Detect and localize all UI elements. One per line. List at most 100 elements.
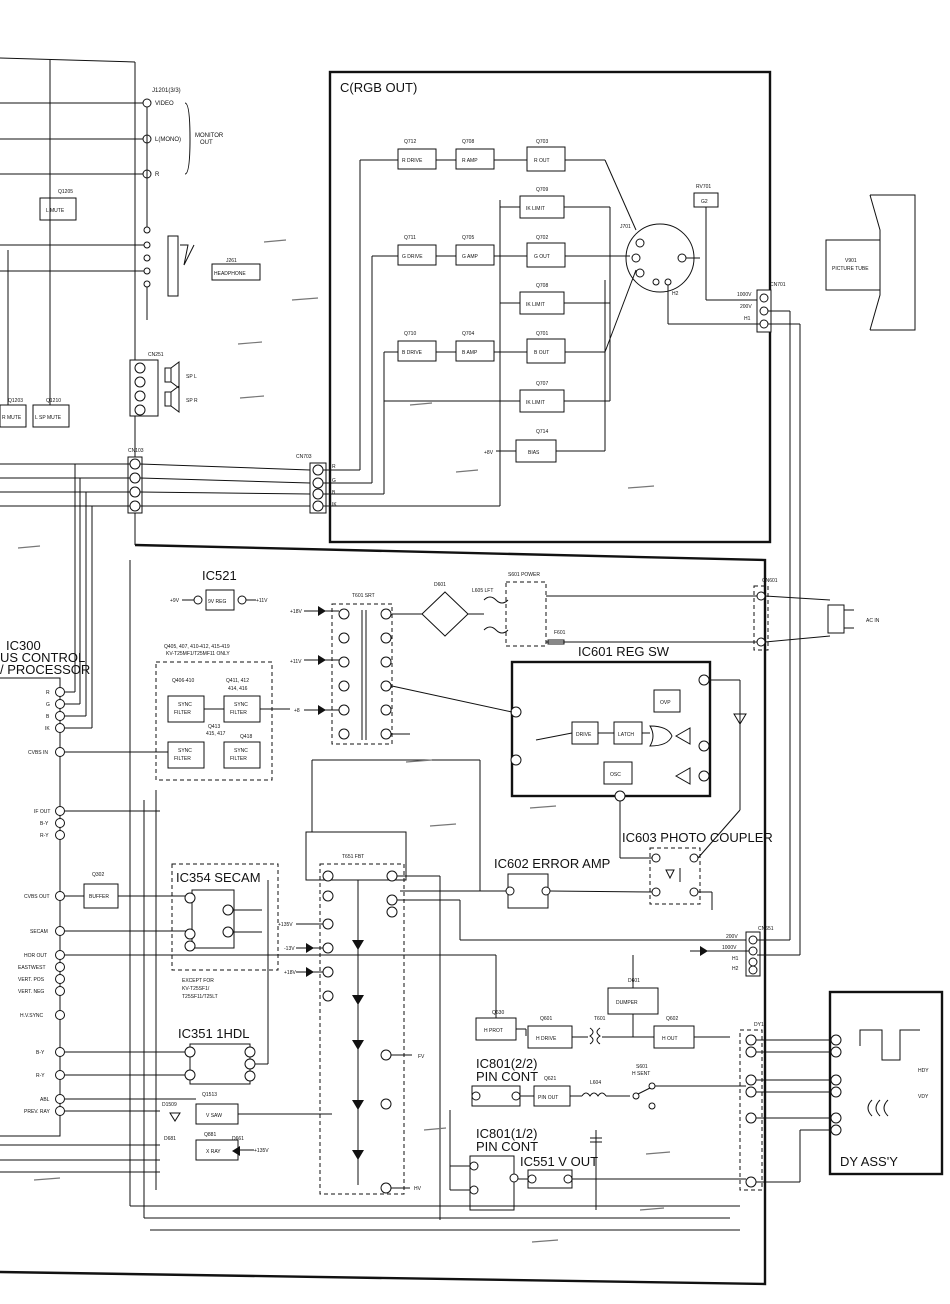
j1201-label: J1201(3/3): [152, 88, 181, 94]
v1000b-label: 1000V: [722, 945, 737, 951]
bias-block: Q714 BIAS +8V: [484, 280, 606, 463]
picture-tube: V901 PICTURE TUBE: [825, 194, 916, 331]
ic551-title: IC551 V OUT: [520, 1154, 598, 1169]
filter2-label: FILTER: [230, 710, 247, 716]
cvbs-in-label: CVBS IN: [28, 750, 48, 756]
green-channel: Q711 Q705 Q702 G DRIVE G AMP G OUT Q708 …: [372, 235, 630, 315]
f601-label: F601: [554, 630, 566, 636]
q411-label: Q411, 412: [226, 678, 249, 684]
pin-b-label: B: [46, 714, 50, 720]
acin-label: AC IN: [866, 618, 880, 624]
ic521-out-label: +11V: [256, 598, 268, 604]
ic801-2-title: IC801(2/2): [476, 1056, 537, 1071]
bout-label: B OUT: [534, 350, 549, 356]
bamp-label: B AMP: [462, 350, 478, 356]
gout-label: G OUT: [534, 254, 550, 260]
ramp-label: R AMP: [462, 158, 478, 164]
cn701-connector: CN701 1000V 200V H1: [667, 282, 801, 955]
t601b-label: T601: [594, 1016, 606, 1022]
prev-ray-label: PREV. RAY: [24, 1109, 51, 1115]
q-list-label: Q405, 407, 410-412, 415-419: [164, 644, 230, 650]
ic603-title: IC603 PHOTO COUPLER: [622, 830, 773, 845]
ic602-error-amp: IC602 ERROR AMP: [400, 856, 653, 909]
ic521-block: IC521 9V REG +9V +11V: [170, 568, 268, 611]
buffer-label: BUFFER: [89, 894, 109, 900]
t651-fbt: T651 FBT +135V -13V +18V FV HV: [278, 831, 757, 1220]
q708b-label: Q708: [536, 283, 548, 289]
hprot-label: H PROT: [484, 1028, 503, 1034]
by-label: B-Y: [40, 821, 49, 827]
by2-label: B-Y: [36, 1050, 45, 1056]
ry2-label: R-Y: [36, 1073, 45, 1079]
rdrive-label: R DRIVE: [402, 158, 423, 164]
ic601-title: IC601 REG SW: [578, 644, 670, 659]
abl-label: ABL: [40, 1097, 50, 1103]
sync4-label: SYNC: [234, 748, 248, 754]
g2-label: G2: [701, 199, 708, 205]
kv-ex2-label: T25SF11/T25LT: [182, 994, 218, 1000]
q302-label: Q302: [92, 872, 104, 878]
vert-pos-label: VERT. POS: [18, 977, 45, 983]
sync3-label: SYNC: [178, 748, 192, 754]
v135b-label: +135V: [254, 1148, 269, 1154]
if-out-label: IF OUT: [34, 809, 50, 815]
pin-r-label: R: [46, 690, 50, 696]
ic354-secam: IC354 SECAM EXCEPT FOR KV-T25SF1/ T25SF1…: [171, 863, 279, 1000]
ovp-label: OVP: [660, 700, 671, 706]
ic801-2-pin-cont: IC801(2/2) PIN CONT Q621 PIN OUT L604 S6…: [471, 1056, 746, 1110]
spr-label: SP R: [186, 398, 198, 404]
q708-label: Q708: [462, 139, 474, 145]
ic521-title: IC521: [202, 568, 237, 583]
ic801-1-pin-cont: IC801(1/2) PIN CONT: [449, 1110, 538, 1211]
v200-label: 200V: [740, 304, 752, 310]
h1b-label: H1: [732, 956, 739, 962]
cn103-connector: CN103: [0, 448, 311, 514]
lmono-label: L(MONO): [155, 137, 181, 143]
ic603-photo-coupler: IC603 PHOTO COUPLER: [619, 801, 773, 910]
cn703-g: G: [332, 478, 336, 484]
q1205-label: Q1205: [58, 189, 73, 195]
cn651-connector: CN651 200V 1000V H1 H2: [690, 926, 800, 977]
ic354-title: IC354 SECAM: [176, 870, 261, 885]
ic300-processor: IC300 US CONTROL / PROCESSOR R G: [0, 464, 496, 1173]
d1509-label: D1509: [162, 1102, 177, 1108]
cn651-label: CN651: [758, 926, 774, 932]
cn601-connector: CN601 AC IN: [753, 578, 880, 651]
filter3-label: FILTER: [174, 756, 191, 762]
sync-filter-block: Q405, 407, 410-412, 415-419 KV-T25MF1/T2…: [155, 644, 290, 781]
hatch-marks: [17, 239, 671, 1243]
sync1-label: SYNC: [178, 702, 192, 708]
ic801-2-sub: PIN CONT: [476, 1069, 538, 1084]
dy1-connector: DY1: [739, 1022, 830, 1191]
ic551-v-out: IC551 V OUT: [518, 1130, 746, 1210]
red-channel: Q712 Q708 Q703 R DRIVE R AMP R OUT Q709 …: [360, 139, 637, 231]
s601-label: S601 POWER: [508, 572, 540, 578]
q705-label: Q705: [462, 235, 474, 241]
monitor-out-jacks: J1201(3/3) VIDEO L(MONO) R MONITOR OUT: [0, 88, 224, 230]
latch-label: LATCH: [618, 732, 634, 738]
ic521-box-label: 9V REG: [208, 599, 226, 605]
v135-label: +135V: [278, 922, 293, 928]
hvsync-label: H.V.SYNC: [20, 1013, 44, 1019]
d601-label: D601: [434, 582, 446, 588]
q881-label: Q881: [204, 1132, 216, 1138]
vert-neg-label: VERT. NEG: [18, 989, 44, 995]
iklimit-r-label: IK LIMIT: [526, 206, 545, 212]
picturetube-label: PICTURE TUBE: [832, 266, 869, 272]
drive-label: DRIVE: [576, 732, 592, 738]
lmute-label: L MUTE: [46, 208, 65, 214]
q406-label: Q406-410: [172, 678, 194, 684]
monitor-label: MONITOR: [195, 133, 224, 139]
q714-label: Q714: [536, 429, 548, 435]
eastwest-label: EASTWEST: [18, 965, 46, 971]
ic300-title-3: / PROCESSOR: [0, 662, 90, 677]
q418-label: Q418: [240, 734, 252, 740]
speaker-connector: CN251 SP L SP R: [129, 352, 198, 417]
bottom-bus-lines: [129, 560, 740, 1231]
q703-label: Q703: [536, 139, 548, 145]
rout-label: R OUT: [534, 158, 550, 164]
cn601-label: CN601: [762, 578, 778, 584]
d681-label: D681: [164, 1136, 176, 1142]
cn251-label: CN251: [148, 352, 164, 358]
